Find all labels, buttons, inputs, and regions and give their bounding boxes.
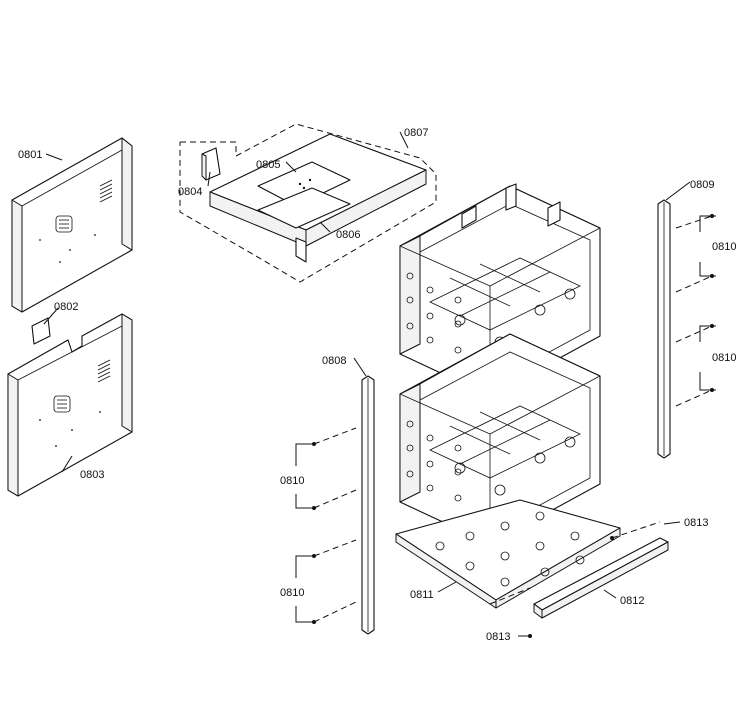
front-rail xyxy=(533,537,669,619)
oven-chassis-frame xyxy=(399,183,601,545)
part-labels: 0801 0802 0803 0804 0805 0806 0807 0808 … xyxy=(18,127,736,643)
vent-grille xyxy=(55,215,73,233)
side-panel-upper xyxy=(11,137,133,313)
vent-grille xyxy=(53,395,71,413)
base-tray xyxy=(395,499,621,609)
label-0807: 0807 xyxy=(404,127,428,139)
bracket-0804 xyxy=(201,147,221,181)
small-bracket-plate xyxy=(31,317,51,345)
label-0802: 0802 xyxy=(54,301,78,313)
side-trim-right xyxy=(657,199,671,459)
label-0806: 0806 xyxy=(336,229,360,241)
label-0812: 0812 xyxy=(620,595,644,607)
label-0809: 0809 xyxy=(690,179,714,191)
label-0813-bottom: 0813 xyxy=(486,631,510,643)
label-0810-left-top: 0810 xyxy=(280,475,304,487)
label-0804: 0804 xyxy=(178,186,202,198)
label-0813-right: 0813 xyxy=(684,517,708,529)
label-0810-right-bottom: 0810 xyxy=(712,352,736,364)
label-0808: 0808 xyxy=(322,355,346,367)
label-0811: 0811 xyxy=(410,589,434,601)
label-0801: 0801 xyxy=(18,149,42,161)
label-0810-right-top: 0810 xyxy=(712,241,736,253)
side-trim-left xyxy=(361,375,375,635)
label-0803: 0803 xyxy=(80,469,104,481)
side-panel-lower xyxy=(7,313,133,497)
vent-slots xyxy=(97,359,111,383)
vent-slots xyxy=(99,179,113,203)
label-leaders xyxy=(43,131,716,637)
label-0810-left-bottom: 0810 xyxy=(280,587,304,599)
top-cover-assembly xyxy=(179,123,437,283)
label-0805: 0805 xyxy=(256,159,280,171)
